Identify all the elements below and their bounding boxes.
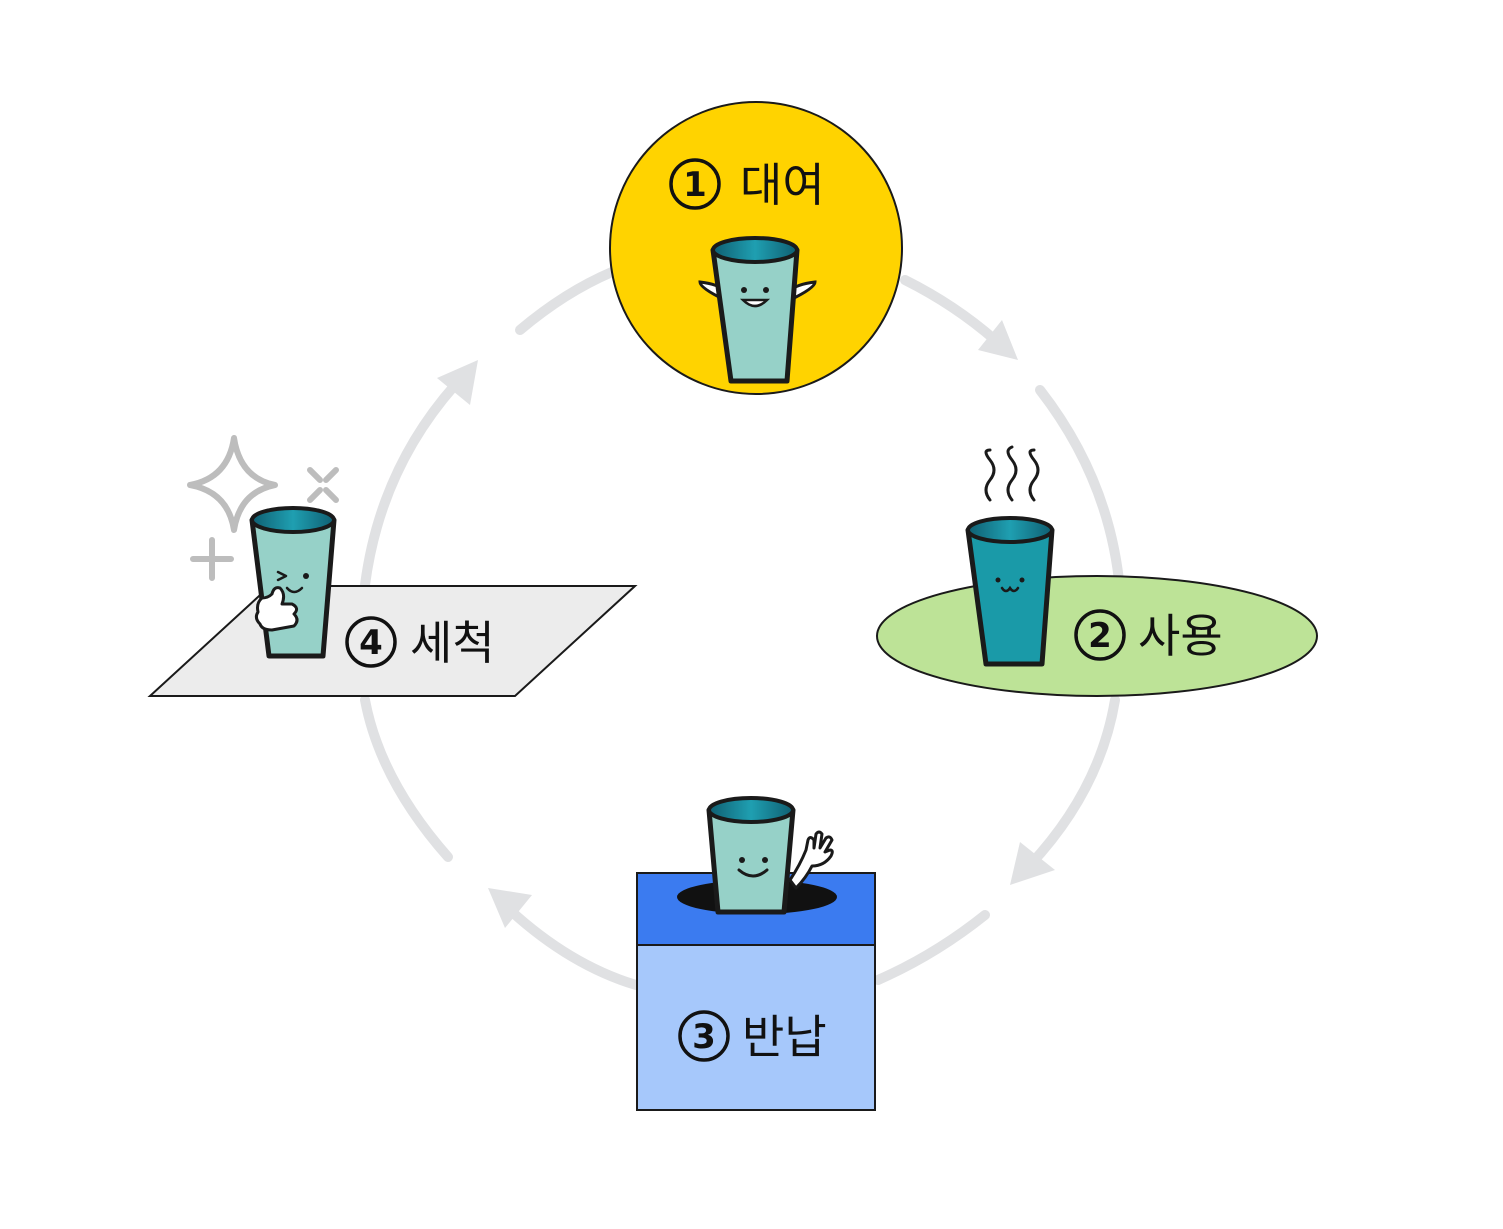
sparkle-icon [187, 435, 339, 581]
step-return: 3 반납 [636, 796, 876, 1111]
step-3-number-circle [678, 1010, 730, 1062]
arc-bottom-right [873, 910, 990, 985]
waving-hand-icon [788, 830, 834, 890]
step-4-number-circle [345, 616, 397, 668]
arc-return-to-wash [505, 905, 641, 990]
return-box-body [636, 944, 876, 1111]
arc-right [1035, 385, 1125, 595]
step-use: 2 사용 [876, 445, 1318, 697]
step-3-label: 반납 [742, 1010, 827, 1064]
arrowhead-rent-to-use [978, 320, 1018, 360]
step-wash: 4 세척 [147, 435, 638, 697]
step-1-number: 1 [683, 165, 707, 205]
arc-use-to-return [1025, 695, 1120, 870]
cycle-arrows [360, 267, 1125, 990]
step-1-number-circle [669, 158, 721, 210]
hot-cup-icon [965, 516, 1055, 667]
wash-mat [147, 585, 638, 697]
step-3-number: 3 [692, 1017, 716, 1057]
arrowhead-return-to-wash [488, 888, 532, 928]
arrowhead-use-to-return [1010, 842, 1055, 885]
happy-cup-icon [710, 236, 800, 384]
step-2-number-circle [1074, 609, 1126, 661]
arc-rent-to-use [900, 275, 1000, 345]
step-rent: 1 대여 [609, 101, 903, 395]
step-2-label: 사용 [1138, 609, 1223, 663]
step-4-label: 세척 [410, 616, 495, 670]
step-2-number: 2 [1088, 616, 1112, 656]
arrowhead-wash-to-rent [437, 360, 478, 405]
step-4-number: 4 [359, 623, 383, 663]
winking-cup-icon [249, 506, 337, 659]
thumbs-up-icon [254, 586, 299, 632]
arc-left-lower [360, 695, 453, 862]
arc-top-left [515, 267, 617, 335]
arc-wash-to-rent [360, 380, 460, 590]
waving-cup-icon [706, 796, 796, 915]
step-1-label: 대여 [740, 158, 825, 212]
steam-icon [984, 445, 1040, 502]
